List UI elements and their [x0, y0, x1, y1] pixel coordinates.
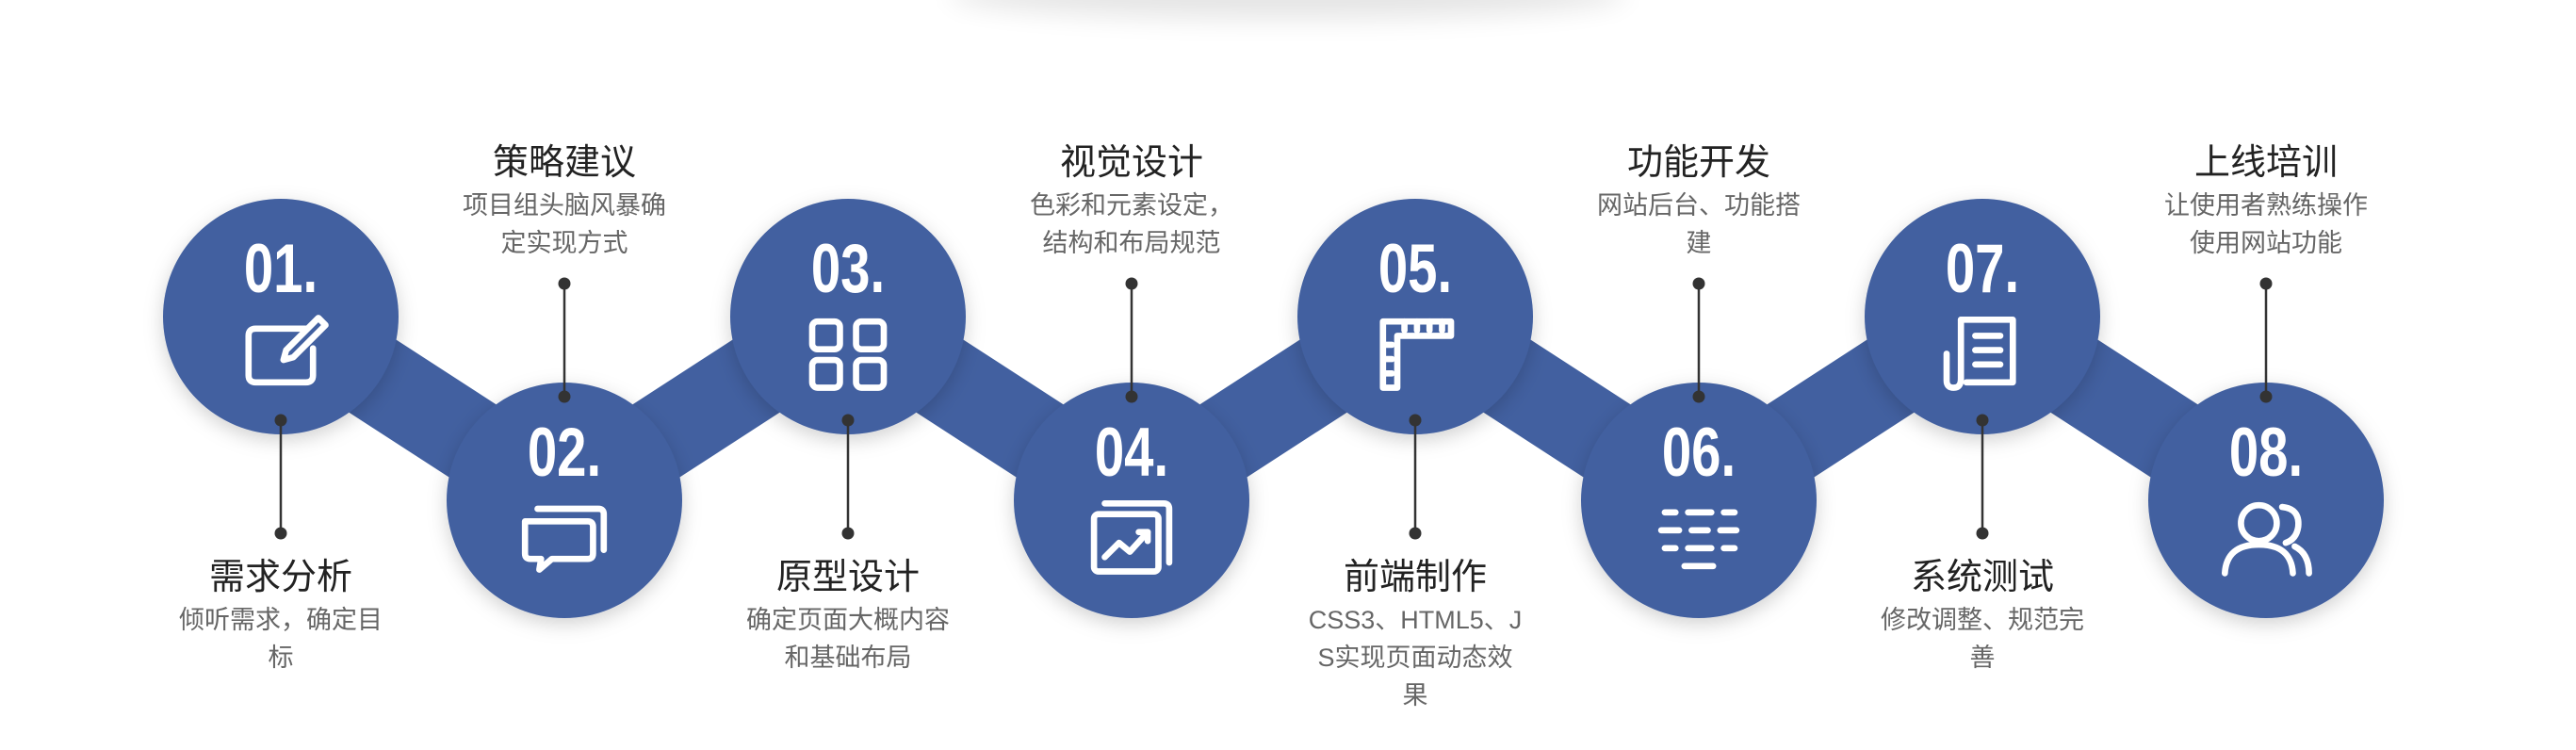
- ruler-icon: [1379, 318, 1455, 391]
- step-6: 06.: [1581, 383, 1817, 618]
- step-description: 项目组头脑风暴确定实现方式: [463, 191, 666, 257]
- step-circle: [1581, 383, 1817, 618]
- step-circle: [163, 199, 399, 434]
- step-8: 08.: [2148, 383, 2384, 618]
- step-number: 06.: [1662, 414, 1736, 491]
- step-title: 策略建议: [492, 143, 636, 183]
- step-label: 策略建议项目组头脑风暴确定实现方式: [456, 139, 673, 262]
- leader-line: [841, 414, 855, 540]
- leader-dot: [1409, 527, 1422, 540]
- step-5: 05.: [1297, 199, 1533, 434]
- step-label: 需求分析倾听需求，确定目标: [172, 554, 389, 677]
- step-description: 色彩和元素设定，结构和布局规范: [1030, 191, 1233, 257]
- code-icon: [1657, 509, 1740, 570]
- step-description: 修改调整、规范完善: [1881, 606, 2084, 672]
- users-icon: [2221, 501, 2312, 577]
- step-number: 07.: [1946, 230, 2019, 307]
- step-circle: [2148, 383, 2384, 618]
- step-circle: [1297, 199, 1533, 434]
- step-title: 上线培训: [2193, 143, 2338, 183]
- step-label: 系统测试修改调整、规范完善: [1874, 554, 2091, 677]
- leader-line: [1976, 414, 1989, 540]
- leader-dot: [1692, 277, 1705, 290]
- step-label: 功能开发网站后台、功能搭建: [1590, 139, 1807, 262]
- step-3: 03.: [730, 199, 966, 434]
- step-1: 01.: [163, 199, 399, 434]
- leader-dot: [558, 277, 571, 290]
- document-icon: [1943, 316, 2016, 391]
- step-label: 原型设计确定页面大概内容和基础布局: [740, 554, 956, 677]
- top-shadow-decoration: [957, 0, 1619, 19]
- step-7: 07.: [1865, 199, 2100, 434]
- leader-dot: [274, 414, 287, 427]
- step-number: 08.: [2229, 414, 2303, 491]
- leader-dot: [1409, 414, 1422, 427]
- grid-icon: [808, 318, 888, 391]
- step-4: 04.: [1014, 383, 1249, 618]
- leader-line: [1125, 277, 1138, 403]
- leader-dot: [2259, 390, 2273, 403]
- step-label: 上线培训让使用者熟练操作使用网站功能: [2158, 139, 2374, 262]
- leader-dot: [1125, 390, 1138, 403]
- leader-dot: [1125, 277, 1138, 290]
- step-description: 倾听需求，确定目标: [179, 606, 383, 672]
- leader-line: [2259, 277, 2273, 403]
- chat-icon: [521, 505, 608, 573]
- leader-dot: [1976, 414, 1989, 427]
- step-number: 04.: [1095, 414, 1168, 491]
- step-description: 确定页面大概内容和基础布局: [746, 606, 950, 672]
- leader-line: [1409, 414, 1422, 540]
- step-title: 视觉设计: [1059, 143, 1203, 183]
- step-number: 02.: [528, 414, 601, 491]
- step-title: 原型设计: [775, 558, 920, 597]
- step-label: 视觉设计色彩和元素设定，结构和布局规范: [1023, 139, 1240, 262]
- step-title: 需求分析: [208, 558, 352, 597]
- step-circle: [730, 199, 966, 434]
- step-description: 让使用者熟练操作使用网站功能: [2164, 191, 2368, 257]
- leader-line: [274, 414, 287, 540]
- leader-dot: [841, 414, 855, 427]
- leader-line: [558, 277, 571, 403]
- step-number: 03.: [811, 230, 885, 307]
- step-number: 05.: [1378, 230, 1452, 307]
- step-label: 前端制作 CSS3、HTML5、JS实现页面动态效果: [1307, 554, 1524, 714]
- leader-dot: [274, 527, 287, 540]
- step-2: 02.: [447, 383, 682, 618]
- step-description: CSS3、HTML5、JS实现页面动态效果: [1308, 606, 1523, 709]
- edit-icon: [245, 315, 329, 386]
- leader-dot: [558, 390, 571, 403]
- step-title: 功能开发: [1626, 143, 1770, 183]
- step-number: 01.: [244, 230, 318, 307]
- leader-dot: [841, 527, 855, 540]
- step-circle: [447, 383, 682, 618]
- leader-line: [1692, 277, 1705, 403]
- image-icon: [1090, 499, 1173, 575]
- step-title: 前端制作: [1343, 558, 1487, 597]
- step-description: 网站后台、功能搭建: [1597, 191, 1801, 257]
- leader-dot: [2259, 277, 2273, 290]
- leader-dot: [1976, 527, 1989, 540]
- step-title: 系统测试: [1910, 558, 2054, 597]
- leader-dot: [1692, 390, 1705, 403]
